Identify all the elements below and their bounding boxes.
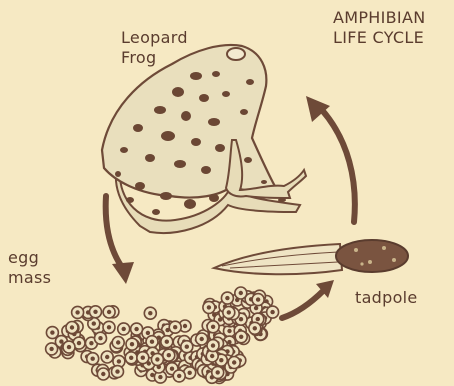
tadpole-label: tadpole bbox=[355, 288, 418, 308]
tadpole-body bbox=[336, 240, 408, 272]
egg-embryo bbox=[225, 296, 229, 300]
egg-embryo bbox=[256, 297, 260, 301]
egg-label-line-2: mass bbox=[8, 268, 51, 288]
egg-embryo bbox=[210, 354, 214, 358]
tadpole-tail bbox=[214, 244, 342, 274]
frog-label-line-2: Frog bbox=[121, 48, 188, 68]
egg-mass-label: egg mass bbox=[8, 248, 51, 288]
egg-embryo bbox=[270, 310, 274, 314]
egg-embryo bbox=[239, 317, 243, 321]
egg-embryo bbox=[129, 356, 133, 360]
egg-embryo bbox=[115, 369, 119, 373]
egg-embryo bbox=[177, 374, 181, 378]
egg-embryo bbox=[188, 371, 192, 375]
egg-embryo bbox=[70, 325, 74, 329]
egg-embryo bbox=[134, 327, 138, 331]
arrowhead-eggs bbox=[112, 262, 134, 284]
egg-embryo bbox=[200, 337, 204, 341]
egg-embryo bbox=[50, 330, 54, 334]
egg-embryo bbox=[141, 356, 145, 360]
egg-embryo bbox=[67, 345, 71, 349]
egg-embryo bbox=[89, 341, 93, 345]
frog-label-line-1: Leopard bbox=[121, 28, 188, 48]
egg-embryo bbox=[92, 321, 96, 325]
title-line-2: LIFE CYCLE bbox=[333, 28, 454, 48]
egg-embryo bbox=[158, 375, 162, 379]
egg-embryo bbox=[227, 310, 231, 314]
egg-label-line-1: egg bbox=[8, 248, 51, 268]
arrow-frog-to-eggs bbox=[106, 196, 124, 270]
egg-embryo bbox=[122, 327, 126, 331]
egg-embryo bbox=[117, 359, 121, 363]
title-line-1: AMPHIBIAN bbox=[333, 8, 454, 28]
egg-embryo bbox=[107, 310, 111, 314]
egg-embryo bbox=[116, 340, 120, 344]
egg-embryo bbox=[211, 343, 215, 347]
egg-embryo bbox=[77, 341, 81, 345]
egg-embryo bbox=[183, 324, 187, 328]
egg-mass-illustration bbox=[46, 287, 279, 384]
egg-embryo bbox=[148, 311, 152, 315]
frog-label: Leopard Frog bbox=[121, 28, 188, 68]
arrow-eggs-to-tadpole bbox=[282, 290, 324, 318]
egg-embryo bbox=[256, 317, 260, 321]
egg-embryo bbox=[254, 306, 258, 310]
egg-embryo bbox=[227, 329, 231, 333]
egg-embryo bbox=[150, 340, 154, 344]
egg-embryo bbox=[207, 305, 211, 309]
egg-embryo bbox=[232, 360, 236, 364]
egg-embryo bbox=[105, 355, 109, 359]
egg-embryo bbox=[167, 353, 171, 357]
egg-embryo bbox=[146, 331, 150, 335]
egg-embryo bbox=[216, 370, 220, 374]
egg-embryo bbox=[185, 345, 189, 349]
egg-embryo bbox=[98, 336, 102, 340]
egg-embryo bbox=[211, 325, 215, 329]
egg-embryo bbox=[93, 310, 97, 314]
arrow-tadpole-to-frog bbox=[322, 110, 355, 222]
egg-embryo bbox=[101, 372, 105, 376]
egg-embryo bbox=[155, 357, 159, 361]
egg-embryo bbox=[107, 325, 111, 329]
diagram-title: AMPHIBIAN LIFE CYCLE bbox=[333, 8, 454, 48]
egg-embryo bbox=[75, 310, 79, 314]
egg-embryo bbox=[219, 358, 223, 362]
egg-embryo bbox=[130, 342, 134, 346]
leopard-frog-illustration bbox=[102, 45, 306, 233]
egg-embryo bbox=[91, 357, 95, 361]
egg-embryo bbox=[170, 367, 174, 371]
tadpole-label-text: tadpole bbox=[355, 288, 418, 308]
egg-embryo bbox=[239, 291, 243, 295]
egg-embryo bbox=[49, 347, 53, 351]
egg-embryo bbox=[165, 340, 169, 344]
egg-embryo bbox=[173, 325, 177, 329]
tadpole-illustration bbox=[214, 240, 408, 274]
egg-embryo bbox=[239, 335, 243, 339]
frog-eye bbox=[227, 48, 245, 60]
egg-embryo bbox=[253, 326, 257, 330]
